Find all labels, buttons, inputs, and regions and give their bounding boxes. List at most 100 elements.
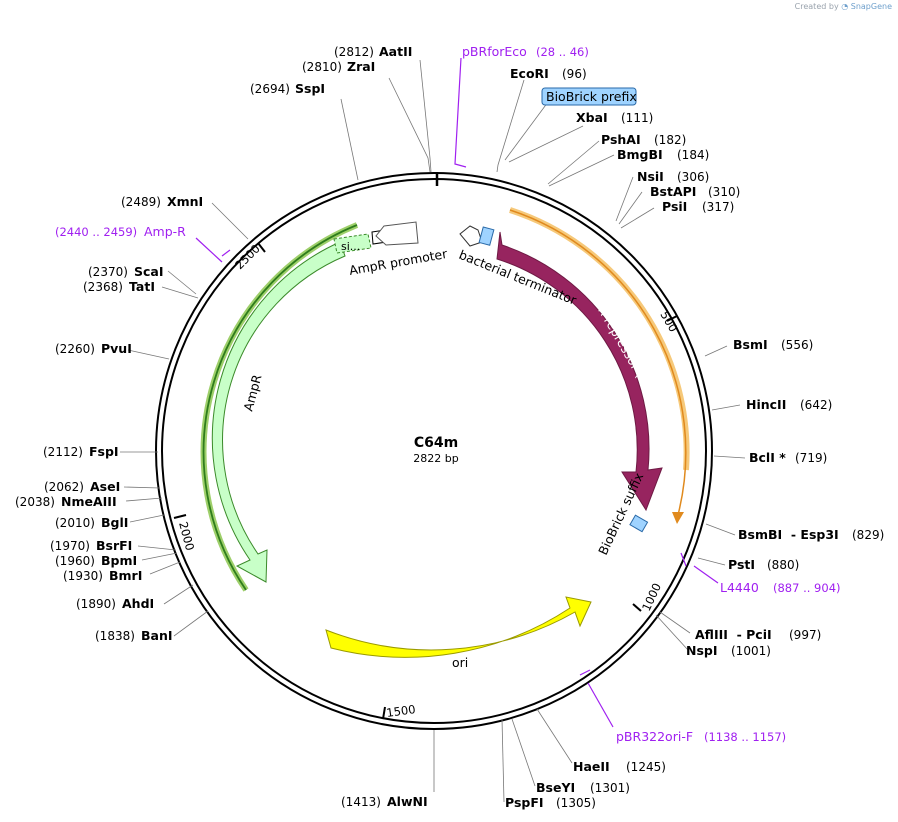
enzyme-name-psti[interactable]: PstI xyxy=(728,557,755,572)
enzyme-name-scai[interactable]: ScaI xyxy=(134,264,164,279)
orange-track-arrowhead xyxy=(672,512,684,524)
enzyme-pos-bcli: (719) xyxy=(795,451,827,465)
enzyme-name-bpmi[interactable]: BpmI xyxy=(101,553,137,568)
biobrick-prefix-label: BioBrick prefix xyxy=(546,89,637,104)
ampr-track-glow xyxy=(200,222,359,592)
enzyme-labels: (2812) AatII (2810) ZraI (2694) SspI Eco… xyxy=(15,44,884,810)
enzyme-name-xmni[interactable]: XmnI xyxy=(167,194,203,209)
bacterial-terminator-feature[interactable] xyxy=(459,225,483,247)
enzyme-name-bseyi[interactable]: BseYI xyxy=(536,780,575,795)
ampr-feature[interactable] xyxy=(211,241,346,583)
plasmid-name: C64m xyxy=(414,435,458,451)
enzyme-pos-bsrfi: (1970) xyxy=(50,539,90,553)
enzyme-pos-xmni: (2489) xyxy=(121,195,161,209)
primer-range-pbrforeco: (28 .. 46) xyxy=(536,45,589,59)
enzyme-name-tati[interactable]: TatI xyxy=(129,279,155,294)
enzyme-name-nspi[interactable]: NspI xyxy=(686,643,718,658)
enzyme-name-psii[interactable]: PsiI xyxy=(662,199,687,214)
primer-labels: pBRforEco (28 .. 46) L4440 (887 .. 904) … xyxy=(55,44,841,744)
orange-track xyxy=(509,209,687,516)
enzyme-pos-nmeaiii: (2038) xyxy=(15,495,55,509)
enzyme-pos-xbai: (111) xyxy=(621,111,653,125)
enzyme-name-asei[interactable]: AseI xyxy=(90,479,120,494)
enzyme-name-haeii[interactable]: HaeII xyxy=(573,759,610,774)
enzyme-pos-fspi: (2112) xyxy=(43,445,83,459)
lambda-repressor-feature[interactable] xyxy=(496,231,663,512)
primer-range-pbr322ori-f: (1138 .. 1157) xyxy=(704,730,786,744)
backbone-inner-ring xyxy=(161,178,707,724)
enzyme-pos-aatii: (2812) xyxy=(334,45,374,59)
primer-name-l4440[interactable]: L4440 xyxy=(720,580,759,595)
enzyme-pos-afliii: (997) xyxy=(789,628,821,642)
tick-1500: 1500 xyxy=(385,702,416,720)
enzyme-pos-psii: (317) xyxy=(702,200,734,214)
credit-prefix: Created by xyxy=(794,2,839,11)
enzyme-name-zrai[interactable]: ZraI xyxy=(347,59,375,74)
enzyme-name-afliii[interactable]: AflIII - PciI xyxy=(695,627,772,642)
enzyme-pos-nspi: (1001) xyxy=(731,644,771,658)
enzyme-name-bmgbi[interactable]: BmgBI xyxy=(617,147,663,162)
ampr-label: AmpR xyxy=(240,373,264,413)
enzyme-name-bcli[interactable]: BclI * xyxy=(749,450,786,465)
enzyme-pos-bpmi: (1960) xyxy=(55,554,95,568)
enzyme-pos-bmgbi: (184) xyxy=(677,148,709,162)
enzyme-pos-scai: (2370) xyxy=(88,265,128,279)
enzyme-pos-asei: (2062) xyxy=(44,480,84,494)
enzyme-pos-bsmbi: (829) xyxy=(852,528,884,542)
si-feature[interactable] xyxy=(333,233,372,254)
enzyme-name-ahdi[interactable]: AhdI xyxy=(122,596,154,611)
snapgene-logo-icon: ◔ xyxy=(841,2,849,11)
enzyme-name-bstapi[interactable]: BstAPI xyxy=(650,184,696,199)
enzyme-name-bsmbi[interactable]: BsmBI - Esp3I xyxy=(738,527,839,542)
ampr-promoter-arrow xyxy=(375,221,419,246)
biobrick-suffix-feature[interactable] xyxy=(629,514,649,533)
enzyme-name-xbai[interactable]: XbaI xyxy=(576,110,608,125)
enzyme-pos-pshai: (182) xyxy=(654,133,686,147)
enzyme-name-bgli[interactable]: BglI xyxy=(101,515,128,530)
enzyme-name-hincii[interactable]: HincII xyxy=(746,397,786,412)
ori-feature[interactable] xyxy=(325,596,592,658)
enzyme-name-bsmi[interactable]: BsmI xyxy=(733,337,768,352)
enzyme-pos-nsii: (306) xyxy=(677,170,709,184)
plasmid-size: 2822 bp xyxy=(413,452,458,465)
enzyme-pos-zrai: (2810) xyxy=(302,60,342,74)
primer-name-pbr322ori-f[interactable]: pBR322ori-F xyxy=(616,729,693,744)
primer-name-amp-r[interactable]: Amp-R xyxy=(144,224,186,239)
enzyme-pos-ahdi: (1890) xyxy=(76,597,116,611)
enzyme-name-pshai[interactable]: PshAI xyxy=(601,132,641,147)
enzyme-name-pspfi[interactable]: PspFI xyxy=(505,795,544,810)
enzyme-pos-pspfi: (1305) xyxy=(556,796,596,810)
si-label: si... xyxy=(341,240,360,253)
primer-name-pbrforeco[interactable]: pBRforEco xyxy=(462,44,527,59)
enzyme-pos-bani: (1838) xyxy=(95,629,135,643)
enzyme-pos-hincii: (642) xyxy=(800,398,832,412)
enzyme-pos-bstapi: (310) xyxy=(708,185,740,199)
tick-1000: 1000 xyxy=(639,581,664,613)
enzyme-name-alwni[interactable]: AlwNI xyxy=(387,794,428,809)
enzyme-name-fspi[interactable]: FspI xyxy=(89,444,119,459)
enzyme-name-bani[interactable]: BanI xyxy=(141,628,173,643)
enzyme-connectors xyxy=(120,59,746,803)
biobrick-prefix-badge[interactable] xyxy=(541,87,637,106)
enzyme-name-nmeaiii[interactable]: NmeAIII xyxy=(61,494,117,509)
enzyme-name-bmri[interactable]: BmrI xyxy=(109,568,142,583)
enzyme-name-ecori[interactable]: EcoRI xyxy=(510,66,549,81)
enzyme-pos-bseyi: (1301) xyxy=(590,781,630,795)
ampr-promoter-label: AmpR promoter xyxy=(348,246,449,278)
enzyme-pos-pvui: (2260) xyxy=(55,342,95,356)
biobrick-suffix-label: BioBrick suffix xyxy=(595,470,646,557)
enzyme-name-nsii[interactable]: NsiI xyxy=(637,169,664,184)
credit-brand: SnapGene xyxy=(850,2,892,11)
biobrick-prefix-feature[interactable] xyxy=(478,226,495,246)
enzyme-name-bsrfi[interactable]: BsrFI xyxy=(96,538,132,553)
enzyme-pos-psti: (880) xyxy=(767,558,799,572)
snapgene-credit: Created by ◔ SnapGene xyxy=(795,2,892,11)
ori-label: ori xyxy=(452,655,468,670)
enzyme-name-sspi[interactable]: SspI xyxy=(295,81,325,96)
enzyme-name-pvui[interactable]: PvuI xyxy=(101,341,132,356)
primer-connectors xyxy=(195,57,719,728)
ampr-track xyxy=(202,224,358,591)
enzyme-name-aatii[interactable]: AatII xyxy=(379,44,412,59)
backbone-outer-ring xyxy=(155,172,713,730)
enzyme-pos-bgli: (2010) xyxy=(55,516,95,530)
